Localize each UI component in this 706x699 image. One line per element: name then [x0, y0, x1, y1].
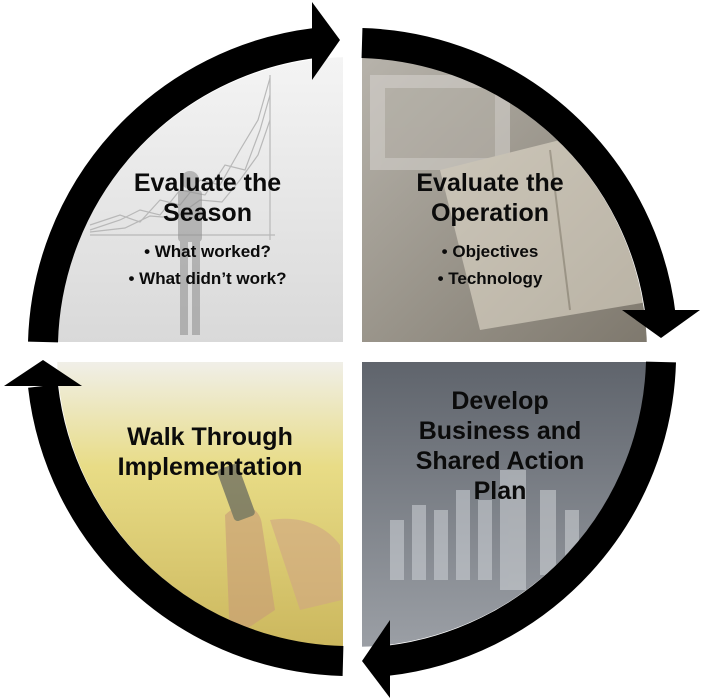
quadrant-bullets-evaluate-operation: Objectives Technology: [390, 238, 590, 292]
title-line: Season: [163, 199, 252, 227]
cycle-arrow-top-right: [361, 28, 676, 320]
bullet-item: What didn’t work?: [100, 265, 315, 292]
quadrant-divider-horizontal: [40, 342, 670, 362]
title-line: Walk Through: [127, 423, 293, 451]
title-line: Business and: [418, 417, 582, 445]
bullet-item: What worked?: [100, 238, 315, 265]
cycle-arrow-bottom-right: [384, 361, 676, 676]
title-line: Implementation: [117, 453, 303, 481]
quadrant-title-evaluate-season: Evaluate the Season: [100, 168, 315, 228]
arrowhead-top: [312, 2, 340, 80]
quadrant-text-evaluate-season: Evaluate the Season What worked? What di…: [100, 168, 315, 292]
title-line: Operation: [430, 199, 550, 227]
quadrant-title-implementation: Walk Through Implementation: [95, 422, 325, 482]
title-line: Develop: [451, 387, 549, 415]
quadrant-text-implementation: Walk Through Implementation: [95, 422, 325, 482]
quadrant-bullets-evaluate-season: What worked? What didn’t work?: [100, 238, 315, 292]
bullet-item: Technology: [390, 265, 590, 292]
title-line: Evaluate the: [133, 169, 282, 197]
arrowhead-left: [4, 360, 82, 386]
hands-phone-illustration: [217, 463, 342, 640]
title-line: Evaluate the: [416, 169, 564, 197]
bullet-item: Objectives: [390, 238, 590, 265]
title-line: Plan: [473, 477, 527, 505]
quadrant-text-evaluate-operation: Evaluate the Operation Objectives Techno…: [390, 168, 590, 292]
arrowhead-right: [622, 310, 700, 338]
cycle-arrow-top-left: [28, 28, 317, 343]
quadrant-title-evaluate-operation: Evaluate the Operation: [390, 168, 590, 228]
quadrant-title-action-plan: Develop Business and Shared Action Plan: [395, 386, 605, 506]
arrowhead-bottom: [362, 620, 390, 698]
cycle-arrow-bottom-left: [28, 384, 344, 676]
quadrant-text-action-plan: Develop Business and Shared Action Plan: [395, 386, 605, 506]
title-line: Shared Action: [415, 447, 585, 475]
